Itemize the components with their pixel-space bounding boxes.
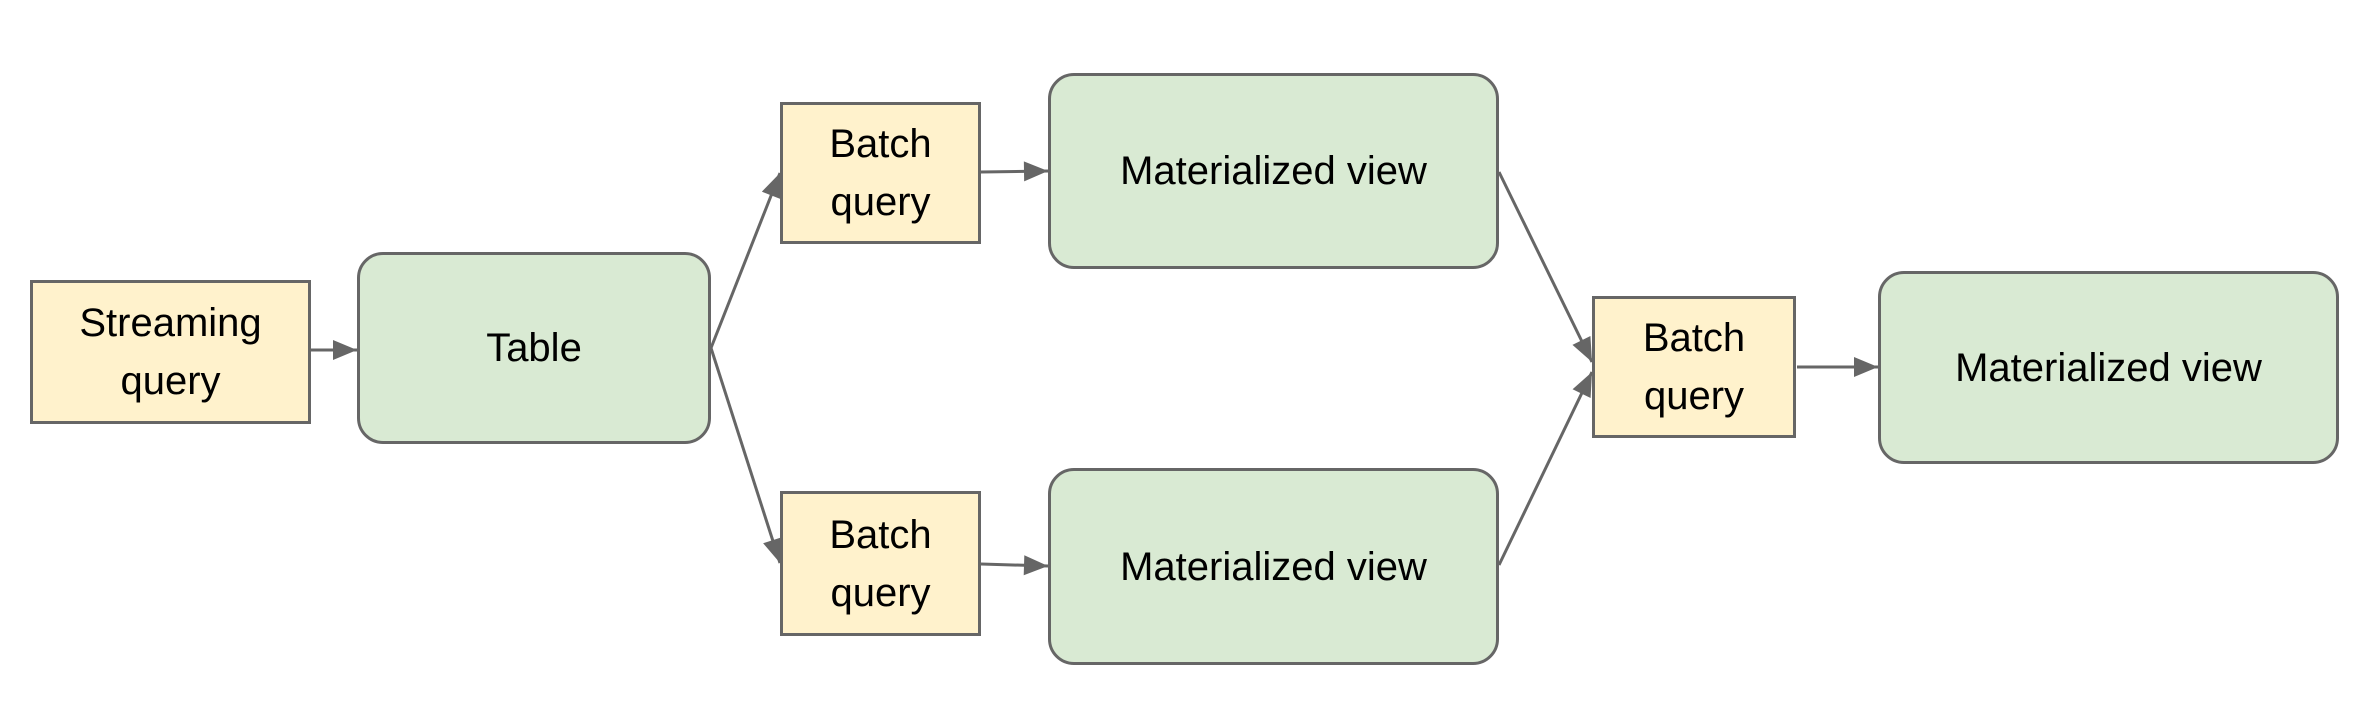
node-label: Materialized view [1120,544,1427,589]
node-materialized-view-top: Materialized view [1048,73,1499,269]
node-batch-query-right: Batch query [1592,296,1796,438]
node-materialized-view-bottom: Materialized view [1048,468,1499,665]
edge-mv-bottom-to-batch-right [1497,371,1594,566]
node-table: Table [357,252,711,444]
edge-table-to-batch-bottom [709,347,783,564]
node-label: Streaming query [79,301,262,403]
node-streaming-query: Streaming query [30,280,311,424]
node-batch-query-bottom: Batch query [780,491,981,636]
node-label: Table [486,326,582,370]
node-label: Batch query [829,122,932,224]
edge-table-to-batch-top [709,172,782,349]
node-label: Materialized view [1955,345,2262,390]
node-materialized-view-right: Materialized view [1878,271,2339,464]
edge-batch-bottom-to-mv-bottom [980,555,1049,576]
node-label: Batch query [1642,316,1746,418]
edge-mv-top-to-batch-right [1497,171,1594,363]
edge-batch-top-to-mv-top [980,161,1049,182]
node-label: Materialized view [1120,149,1427,193]
node-batch-query-top: Batch query [780,102,981,244]
node-label: Batch query [829,512,932,615]
